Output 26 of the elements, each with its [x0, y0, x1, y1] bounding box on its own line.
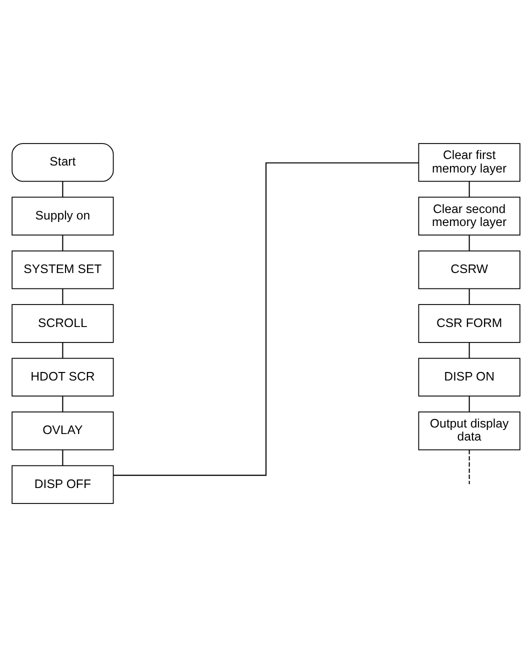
node-box: Clear second memory layer — [418, 196, 520, 236]
connector — [113, 162, 419, 476]
connector — [62, 288, 64, 304]
node-box: DISP OFF — [12, 465, 114, 504]
node-box: CSR FORM — [418, 304, 520, 343]
node-box: Supply on — [12, 196, 114, 236]
connector — [62, 450, 64, 466]
connector — [468, 288, 470, 304]
connector — [62, 342, 64, 358]
node-box: DISP ON — [418, 358, 520, 397]
connector — [468, 396, 470, 412]
node-box: CSRW — [418, 250, 520, 290]
node-box: Clear first memory layer — [418, 143, 520, 182]
connector — [62, 182, 64, 198]
node-box: OVLAY — [12, 412, 114, 450]
node-box: Start — [12, 143, 114, 182]
connector — [468, 182, 470, 198]
connector — [468, 450, 470, 484]
connector — [468, 235, 470, 251]
node-box: HDOT SCR — [12, 358, 114, 397]
connector — [468, 342, 470, 358]
connector — [62, 235, 64, 251]
node-box: Output display data — [418, 412, 520, 450]
node-box: SCROLL — [12, 304, 114, 343]
node-box: SYSTEM SET — [12, 250, 114, 290]
connector — [62, 396, 64, 412]
